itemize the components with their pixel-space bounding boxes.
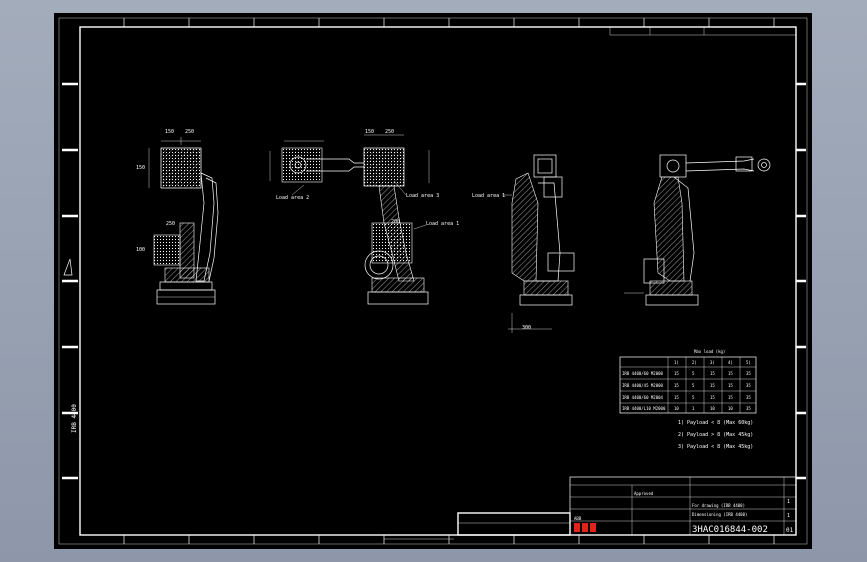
table-header: 5) xyxy=(746,360,751,365)
load-area-label: Load area 1 xyxy=(472,193,505,199)
revision: 01 xyxy=(786,527,794,534)
table-row: IRB 4400/60 M2000 15 5 15 15 35 xyxy=(622,371,751,376)
sheet-number: 1 xyxy=(787,499,790,505)
table-cell: 1 xyxy=(692,406,695,411)
table-cell: 15 xyxy=(710,371,715,376)
approved-label: Approved xyxy=(634,491,654,496)
load-box-lower xyxy=(153,234,181,266)
side-stamp: IRB 4400 xyxy=(71,404,78,433)
table-row: IRB 4400/45 M2000 15 5 15 15 35 xyxy=(622,383,751,388)
zone-ticks-top xyxy=(123,18,775,27)
title-line: For drawing (IRB 4400) xyxy=(692,503,745,508)
table-row: IRB 4400/60 M2004 15 5 15 15 35 xyxy=(622,395,751,400)
revision-block xyxy=(457,512,571,536)
table-cell: 35 xyxy=(746,395,751,400)
load-area-label: Load area 2 xyxy=(276,195,309,201)
header-strip xyxy=(609,26,797,36)
sheet-edge xyxy=(58,17,808,545)
table-cell: 15 xyxy=(674,383,679,388)
table-cell: 15 xyxy=(710,395,715,400)
table-cell: 10 xyxy=(674,406,679,411)
table-cell: 15 xyxy=(674,395,679,400)
table-cell: 35 xyxy=(746,406,751,411)
max-load-table: Max load (kg) 1) 2) 3) 4) 5) IRB 4400/60… xyxy=(619,349,757,450)
table-cell: IRB 4400/60 M2004 xyxy=(622,395,664,400)
dim-text: 200 xyxy=(391,219,400,225)
table-title: Max load (kg) xyxy=(694,349,725,354)
orientation-marker xyxy=(63,258,73,276)
table-cell: 35 xyxy=(746,383,751,388)
table-cell: 5 xyxy=(692,395,695,400)
load-area-label: Load area 3 xyxy=(406,193,439,199)
table-header: 2) xyxy=(692,360,697,365)
dim-text: 150 xyxy=(365,129,374,135)
table-header: 1) xyxy=(674,360,679,365)
cad-viewport[interactable]: IRB 4400 150 250 150 250 100 xyxy=(54,13,812,549)
table-cell: 15 xyxy=(728,395,733,400)
abb-logo: ABB xyxy=(574,516,596,532)
dim-text: 250 xyxy=(385,129,394,135)
table-cell: 5 xyxy=(692,371,695,376)
table-cell: 15 xyxy=(728,383,733,388)
robot-view-side: 300 Load area 1 xyxy=(472,154,575,333)
table-cell: 15 xyxy=(728,371,733,376)
table-cell: 35 xyxy=(746,371,751,376)
load-note: 1) Payload < 8 (Max 60kg) xyxy=(678,420,753,426)
zone-ticks-right xyxy=(796,82,806,480)
dim-text: 250 xyxy=(185,129,194,135)
load-note: 3) Payload < 8 (Max 45kg) xyxy=(678,444,753,450)
table-cell: IRB 4400/45 M2000 xyxy=(622,383,664,388)
dim-text: 150 xyxy=(165,129,174,135)
table-header: 4) xyxy=(728,360,733,365)
title-block: Approved For drawing (IRB 4400) Dimensio… xyxy=(569,476,797,536)
table-row: IRB 4400/L10 M2000 10 1 10 10 35 xyxy=(622,406,751,411)
dim-text: 250 xyxy=(166,221,175,227)
dim-text: 300 xyxy=(522,325,531,331)
table-cell: IRB 4400/60 M2000 xyxy=(622,371,664,376)
cad-drawing: IRB 4400 150 250 150 250 100 xyxy=(58,17,808,545)
svg-text:ABB: ABB xyxy=(574,516,582,521)
table-cell: IRB 4400/L10 M2000 xyxy=(622,406,666,411)
robot-view-arm: 150 250 200 Load area 2 Load area 3 Load… xyxy=(269,129,459,305)
load-note: 2) Payload > 8 (Max 45kg) xyxy=(678,432,753,438)
dim-text: 150 xyxy=(136,165,145,171)
table-cell: 15 xyxy=(710,383,715,388)
table-cell: 10 xyxy=(728,406,733,411)
table-cell: 10 xyxy=(710,406,715,411)
zone-ticks-bottom xyxy=(123,535,775,544)
table-header: 3) xyxy=(710,360,715,365)
title-line: Dimensioning (IRB 4400) xyxy=(692,512,747,517)
sheet-total: 1 xyxy=(787,513,790,519)
robot-view-rear xyxy=(624,154,771,306)
drawing-number: 3HAC016844-002 xyxy=(692,525,768,535)
table-cell: 15 xyxy=(674,371,679,376)
dim-text: 100 xyxy=(136,247,145,253)
load-area-label: Load area 1 xyxy=(426,221,459,227)
table-cell: 5 xyxy=(692,383,695,388)
robot-view-front: 150 250 150 250 100 xyxy=(136,129,219,305)
zone-ticks-left xyxy=(62,82,78,480)
